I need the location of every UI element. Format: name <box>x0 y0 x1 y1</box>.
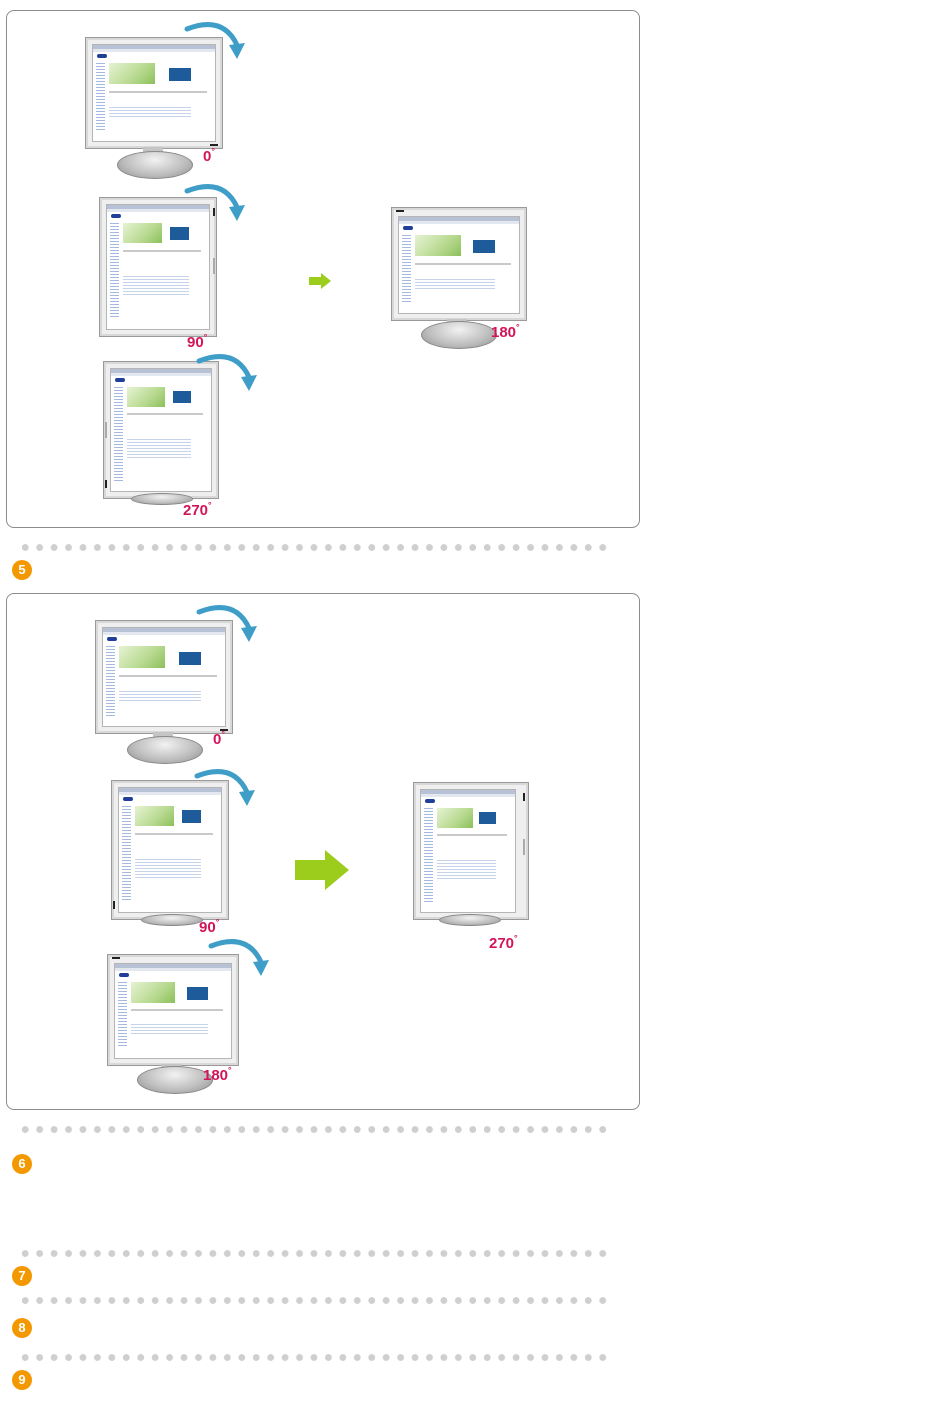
green-arrow-icon <box>295 850 349 890</box>
step-badge-8: 8 <box>12 1318 32 1338</box>
rotate-arrow-icon <box>183 177 247 225</box>
rotate-arrow-icon <box>183 15 247 63</box>
rotation-panel-1: 0° 90° <box>6 10 640 528</box>
green-arrow-icon <box>309 273 331 289</box>
dotted-divider <box>18 1250 610 1257</box>
dotted-divider <box>18 1126 610 1133</box>
rotate-arrow-icon <box>193 762 257 810</box>
dotted-divider <box>18 1297 610 1304</box>
step-badge-5: 5 <box>12 560 32 580</box>
degree-label-0: 0° <box>213 732 225 747</box>
rotation-panel-2: 0° 90° <box>6 593 640 1110</box>
monitor-270-degrees <box>413 782 533 932</box>
dotted-divider <box>18 544 610 551</box>
degree-label-180: 180° <box>491 325 520 340</box>
rotate-arrow-icon <box>195 347 259 395</box>
degree-label-270: 270° <box>183 503 212 518</box>
degree-label-270: 270° <box>489 936 518 951</box>
step-badge-6: 6 <box>12 1154 32 1174</box>
dotted-divider <box>18 1354 610 1361</box>
step-badge-7: 7 <box>12 1266 32 1286</box>
rotate-arrow-icon <box>195 598 259 646</box>
step-badge-9: 9 <box>12 1370 32 1390</box>
degree-label-0: 0° <box>203 149 215 164</box>
degree-label-180: 180° <box>203 1068 232 1083</box>
rotate-arrow-icon <box>207 932 271 980</box>
